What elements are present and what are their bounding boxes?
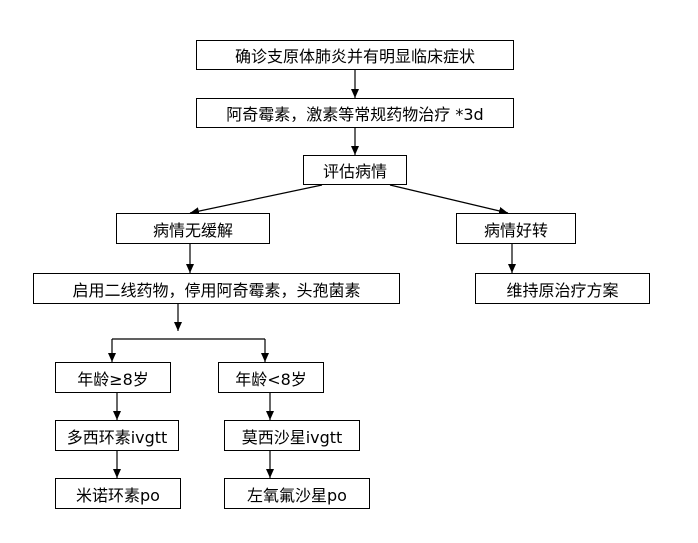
node-maintain-treatment: 维持原治疗方案 xyxy=(475,273,650,304)
arrow-evaluate-to-improved xyxy=(389,184,509,215)
node-no-relief: 病情无缓解 xyxy=(116,213,270,244)
node-doxycycline-iv: 多西环素ivgtt xyxy=(55,420,179,451)
node-minocycline-po: 米诺环素po xyxy=(55,478,181,509)
node-initial-treatment: 阿奇霉素，激素等常规药物治疗 *3d xyxy=(196,98,514,128)
node-improved: 病情好转 xyxy=(456,213,576,244)
arrow-evaluate-to-no-relief xyxy=(189,184,323,216)
node-age-ge-8: 年龄≥8岁 xyxy=(55,362,171,393)
node-second-line-drugs: 启用二线药物，停用阿奇霉素，头孢菌素 xyxy=(33,273,400,304)
node-moxifloxacin-iv: 莫西沙星ivgtt xyxy=(224,420,360,451)
node-levofloxacin-po: 左氧氟沙星po xyxy=(224,478,370,509)
node-confirm-diagnosis: 确诊支原体肺炎并有明显临床症状 xyxy=(196,40,514,70)
node-age-lt-8: 年龄<8岁 xyxy=(218,362,324,393)
node-evaluate-condition: 评估病情 xyxy=(303,155,407,185)
